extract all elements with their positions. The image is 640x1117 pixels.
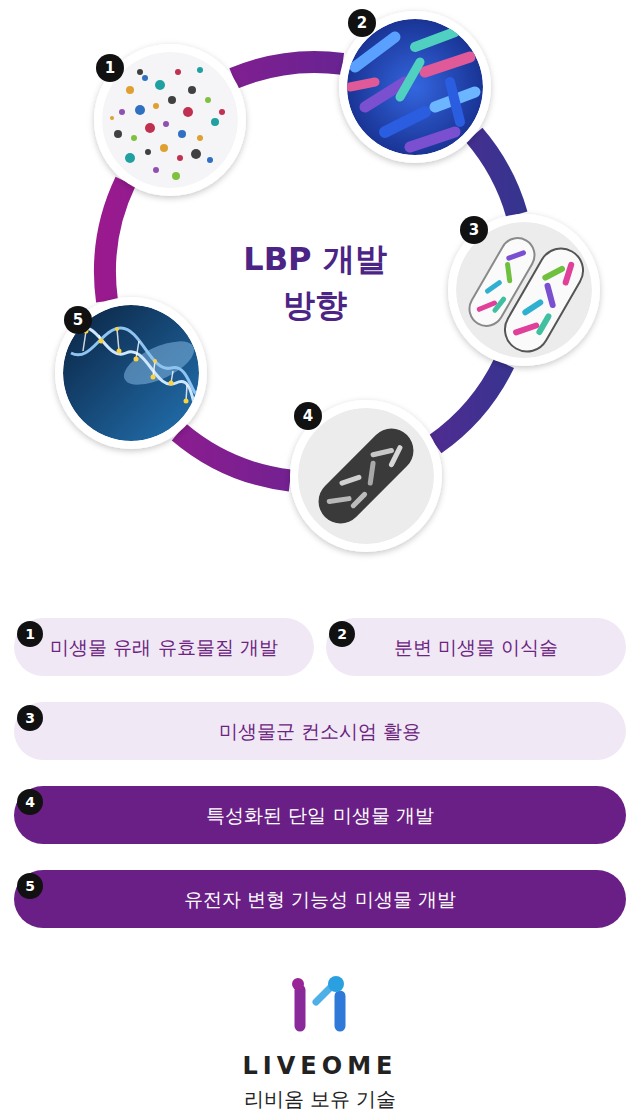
pill-label: 미생물군 컨소시엄 활용 (195, 718, 445, 744)
label-wrap: LIVEOME (10, 1052, 630, 1080)
title-wrap: LBP 개발 방향 (225, 236, 405, 328)
callout-number: 2 (329, 621, 355, 647)
callout-number: 5 (64, 306, 92, 334)
image-circle: 3 (448, 214, 600, 366)
ring-arc (474, 135, 517, 215)
callout-number: 2 (348, 9, 376, 37)
image-circle: 5 (55, 297, 207, 449)
pill-label: 미생물 유래 유효물질 개발 (26, 634, 301, 660)
dna-picture (55, 297, 207, 449)
molecule-picture (94, 44, 246, 196)
callout-number: 1 (17, 621, 43, 647)
pill-box: 3 미생물군 컨소시엄 활용 (14, 702, 626, 760)
pill-box: 5 유전자 변형 기능성 미생물 개발 (14, 870, 626, 928)
pill-box: 1미생물 유래 유효물질 개발 (14, 618, 314, 676)
callout-number: 1 (96, 54, 124, 82)
ring-arc (179, 432, 290, 481)
tagline: 리비옴 보유 기술 (10, 1087, 630, 1111)
ring-arc (105, 182, 125, 301)
callout-number: 4 (294, 402, 322, 430)
single-strain-capsule-picture (290, 400, 442, 552)
diagram-title: LBP 개발 방향 (225, 236, 405, 328)
image-circle: 4 (290, 400, 442, 552)
consortium-capsules-picture (448, 214, 600, 366)
pill-label: 분변 미생물 이식술 (370, 634, 582, 660)
pill-label: 유전자 변형 기능성 미생물 개발 (160, 886, 479, 912)
brand-name: LIVEOME (10, 1052, 630, 1080)
logo-icon (292, 976, 344, 1026)
pill-label: 특성화된 단일 미생물 개발 (182, 802, 457, 828)
ring-arc (234, 62, 343, 78)
callout-number: 4 (17, 789, 43, 815)
pill-box: 2 분변 미생물 이식술 (326, 618, 626, 676)
image-circle: 2 (339, 11, 491, 163)
callout-number: 3 (460, 216, 488, 244)
image-circle: 1 (94, 44, 246, 196)
pill-box: 4 특성화된 단일 미생물 개발 (14, 786, 626, 844)
ring-arc (435, 363, 504, 444)
label-wrap: 리비옴 보유 기술 (10, 1087, 630, 1111)
callout-number: 3 (17, 705, 43, 731)
callout-number: 5 (17, 873, 43, 899)
